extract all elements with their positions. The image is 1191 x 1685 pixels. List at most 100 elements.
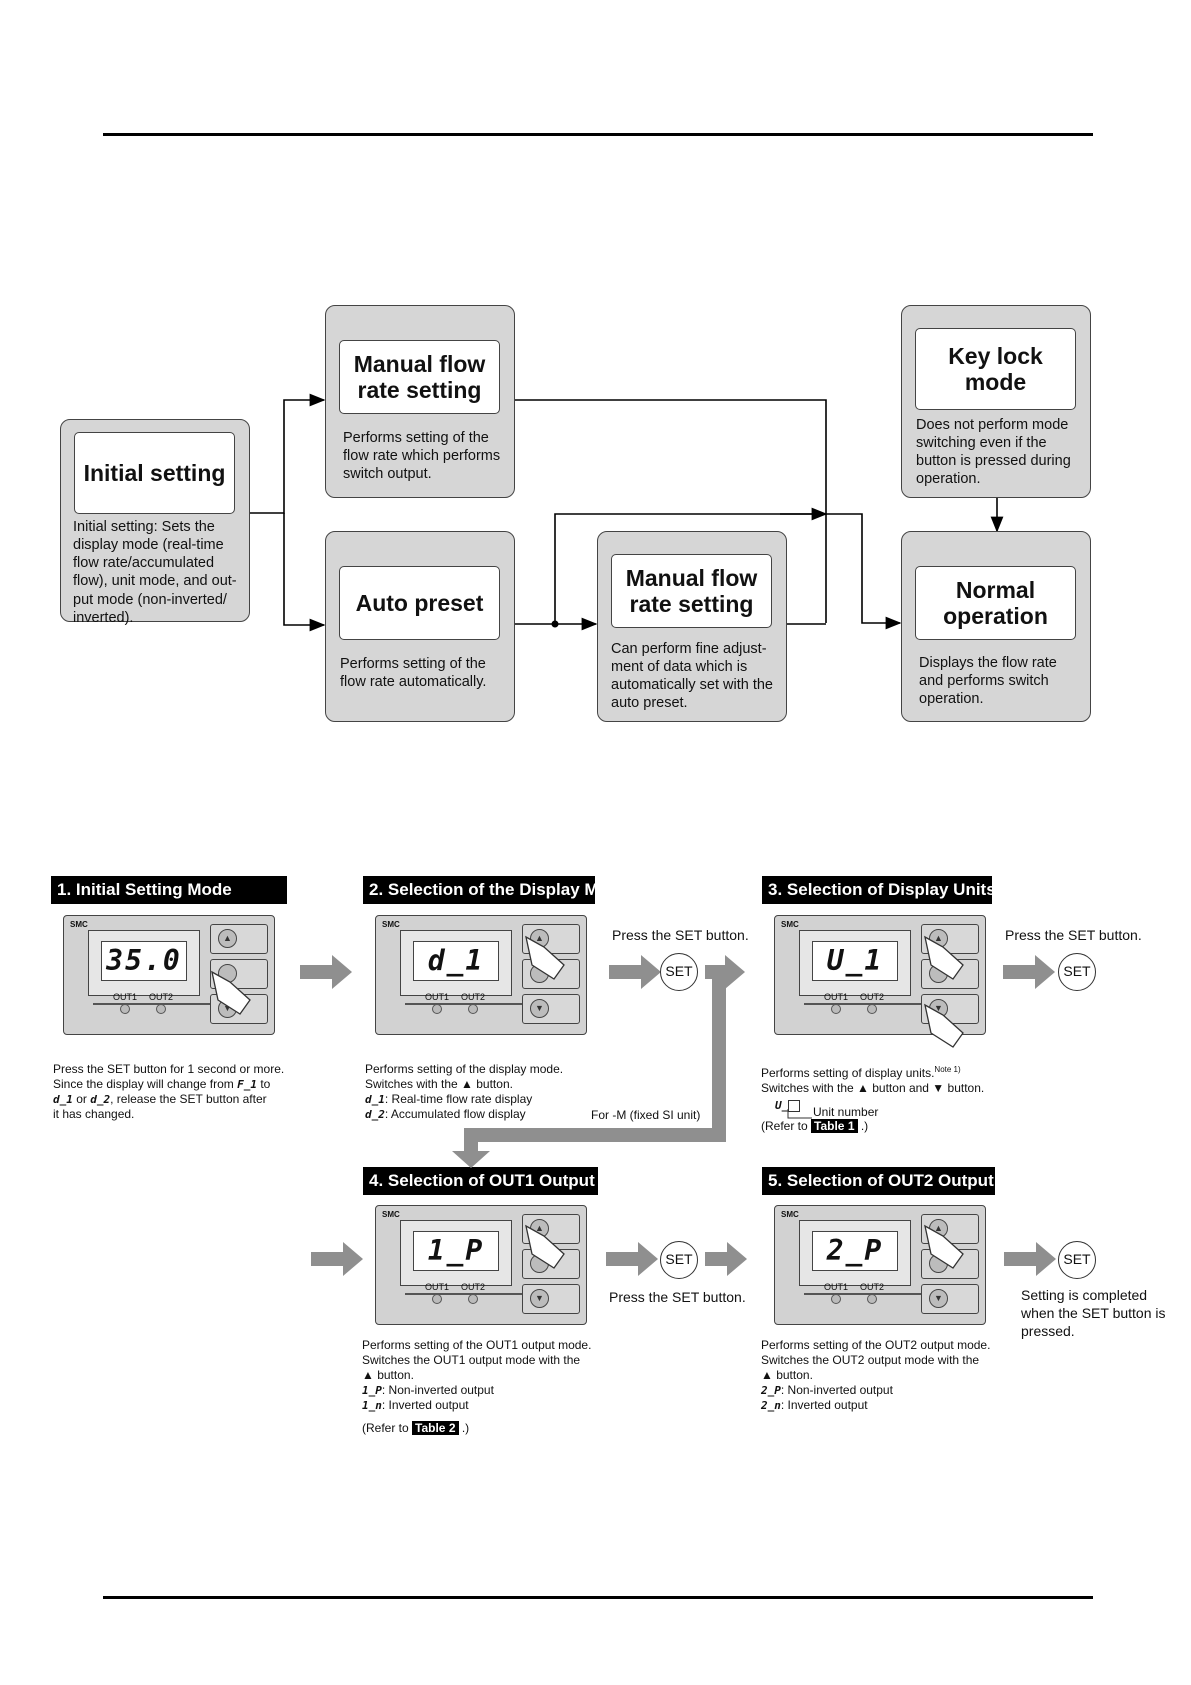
step5-desc: Performs setting of the OUT2 output mode… <box>761 1338 990 1413</box>
out2-led <box>867 1004 877 1014</box>
arrow-right-icon <box>311 1242 363 1276</box>
down-button[interactable]: ▼ <box>522 994 580 1024</box>
step4-header: 4. Selection of OUT1 Output Mode <box>363 1167 644 1195</box>
key-lock-box: Key lock mode Does not perform mode swit… <box>901 305 1091 498</box>
out2-led <box>156 1004 166 1014</box>
manual-flow-top-desc: Performs setting of the flow rate which … <box>343 430 501 483</box>
step3-unit-label: Unit number <box>813 1105 879 1119</box>
hand-pointer-icon <box>924 1224 964 1269</box>
out2-label: OUT2 <box>149 992 174 1002</box>
manual-flow-mid-title: Manual flow rate setting <box>611 554 772 628</box>
smc-logo: SMC <box>781 1210 799 1219</box>
device-panel-step3: SMC U_1 OUT1 OUT2 ▲ ▼ <box>774 915 986 1035</box>
step3-line1: Performs setting of display units.Note 1… <box>761 1065 961 1080</box>
down-arrow-icon: ▼ <box>929 1289 948 1308</box>
step1-line1: Press the SET button for 1 second or mor… <box>53 1062 285 1076</box>
auto-preset-box: Auto preset Performs setting of the flow… <box>325 531 515 722</box>
bent-arrow-icon <box>452 972 726 1168</box>
step3-line2: Switches with the ▲ button and ▼ button. <box>761 1081 985 1095</box>
hand-pointer-icon <box>924 935 964 980</box>
arrow-right-icon <box>606 1242 658 1276</box>
device-screen: U_1 <box>799 930 954 1005</box>
out2-led <box>468 1004 478 1014</box>
out1-led <box>120 1004 130 1014</box>
step1-line3: d_1 or d_2, release the SET button after <box>53 1092 267 1106</box>
hand-pointer-icon <box>525 1224 565 1269</box>
step1-header: 1. Initial Setting Mode <box>51 876 287 904</box>
out1-led <box>432 1004 442 1014</box>
step4-line2: Switches the OUT1 output mode with the <box>362 1353 581 1367</box>
arrow-right-icon <box>609 955 661 989</box>
arrow-right-icon <box>1004 1242 1056 1276</box>
set-circle-step3: SET <box>1058 953 1096 991</box>
out1-label: OUT1 <box>824 992 849 1002</box>
lcd-display: 35.0 <box>101 941 187 981</box>
hand-pointer-icon <box>924 1003 964 1048</box>
lcd-display: d_1 <box>413 941 499 981</box>
out1-led <box>831 1294 841 1304</box>
normal-operation-box: Normal operation Displays the flow rate … <box>901 531 1091 722</box>
step5-line3: ▲ button. <box>761 1368 813 1382</box>
out2-label: OUT2 <box>461 992 486 1002</box>
step1-desc: Press the SET button for 1 second or mor… <box>53 1062 284 1122</box>
step3-refer: (Refer to Table 1 .) <box>761 1119 869 1133</box>
press-set-label-3: Press the SET button. <box>1005 927 1142 943</box>
initial-setting-desc: Initial setting: Sets the display mode (… <box>73 519 237 626</box>
step2-opt1: d_1: Real-time flow rate display <box>365 1092 533 1106</box>
screen-divider <box>93 1003 243 1005</box>
unit-box-icon <box>788 1099 801 1112</box>
lcd-display: U_1 <box>812 941 898 981</box>
down-arrow-icon: ▼ <box>530 1289 549 1308</box>
top-rule <box>103 133 1093 136</box>
normal-operation-desc: Displays the flow rate and performs swit… <box>919 655 1057 708</box>
initial-setting-title: Initial setting <box>74 432 235 514</box>
out2-label: OUT2 <box>860 992 885 1002</box>
smc-logo: SMC <box>382 1210 400 1219</box>
out1-label: OUT1 <box>425 1282 450 1292</box>
key-lock-title: Key lock mode <box>915 328 1076 410</box>
down-button[interactable]: ▼ <box>522 1284 580 1314</box>
auto-preset-desc: Performs setting of the flow rate automa… <box>340 656 487 691</box>
device-screen: 35.0 <box>88 930 243 1005</box>
manual-flow-mid-desc: Can perform fine adjust-ment of data whi… <box>611 641 773 712</box>
step5-opt2: 2_n: Inverted output <box>761 1398 868 1412</box>
device-screen: 2_P <box>799 1220 954 1295</box>
manual-flow-top-box: Manual flow rate setting Performs settin… <box>325 305 515 498</box>
arrow-right-icon <box>300 955 352 989</box>
step2-desc: Performs setting of the display mode. Sw… <box>365 1062 563 1122</box>
step3-header: 3. Selection of Display Units <box>762 876 996 904</box>
step4-opt2: 1_n: Inverted output <box>362 1398 469 1412</box>
out2-label: OUT2 <box>461 1282 486 1292</box>
out2-led <box>867 1294 877 1304</box>
step1-line2: Since the display will change from F_1 t… <box>53 1077 271 1091</box>
out2-label: OUT2 <box>860 1282 885 1292</box>
up-button[interactable]: ▲ <box>210 924 268 954</box>
out1-label: OUT1 <box>113 992 138 1002</box>
manual-flow-top-title: Manual flow rate setting <box>339 340 500 414</box>
device-panel-step5: SMC 2_P OUT1 OUT2 ▲ ▼ <box>774 1205 986 1325</box>
step2-header: 2. Selection of the Display Mode <box>363 876 629 904</box>
auto-preset-title: Auto preset <box>339 566 500 640</box>
step4-desc: Performs setting of the OUT1 output mode… <box>362 1338 591 1436</box>
device-screen: d_1 <box>400 930 555 1005</box>
step5-line2: Switches the OUT2 output mode with the <box>761 1353 980 1367</box>
step4-opt1: 1_P: Non-inverted output <box>362 1383 494 1397</box>
step4-line3: ▲ button. <box>362 1368 414 1382</box>
out1-led <box>831 1004 841 1014</box>
hand-pointer-icon <box>211 970 251 1015</box>
step2-opt2: d_2: Accumulated flow display <box>365 1107 526 1121</box>
hand-pointer-icon <box>525 935 565 980</box>
down-button[interactable]: ▼ <box>921 1284 979 1314</box>
screen-divider <box>405 1003 555 1005</box>
out1-label: OUT1 <box>425 992 450 1002</box>
lcd-display: 1_P <box>413 1231 499 1271</box>
step2-note: For -M (fixed SI unit) <box>591 1108 701 1122</box>
set-circle-step4: SET <box>660 1241 698 1279</box>
smc-logo: SMC <box>382 920 400 929</box>
screen-divider <box>405 1293 555 1295</box>
key-lock-desc: Does not perform mode switching even if … <box>916 417 1071 488</box>
step3-unit-row: U_ <box>761 1098 984 1113</box>
